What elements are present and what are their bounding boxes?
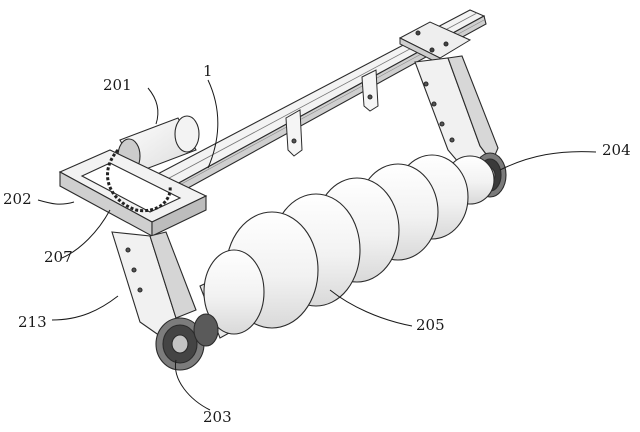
left-arm xyxy=(111,231,197,337)
leader-201 xyxy=(147,87,159,125)
leader-lines xyxy=(37,79,597,411)
leader-202 xyxy=(37,199,75,205)
label-203: 203 xyxy=(203,408,232,426)
chain xyxy=(106,148,172,213)
label-204: 204 xyxy=(602,141,631,159)
rail-bracket xyxy=(285,109,303,157)
top-rail xyxy=(148,9,487,200)
label-207: 207 xyxy=(44,248,73,266)
label-201: 201 xyxy=(103,76,132,94)
label-205: 205 xyxy=(416,316,445,334)
right-top-plate xyxy=(398,21,472,65)
left-wheel xyxy=(155,313,219,371)
leader-203 xyxy=(174,359,211,411)
leader-204 xyxy=(499,151,597,171)
leader-213 xyxy=(51,295,119,321)
leader-207 xyxy=(61,209,111,259)
right-arm xyxy=(414,55,499,177)
leader-1 xyxy=(207,79,219,169)
insulator-sheds xyxy=(203,154,495,335)
label-213: 213 xyxy=(18,313,47,331)
rail-bracket xyxy=(361,69,379,112)
label-202: 202 xyxy=(3,190,32,208)
leader-205 xyxy=(329,289,413,327)
label-1: 1 xyxy=(203,62,213,80)
